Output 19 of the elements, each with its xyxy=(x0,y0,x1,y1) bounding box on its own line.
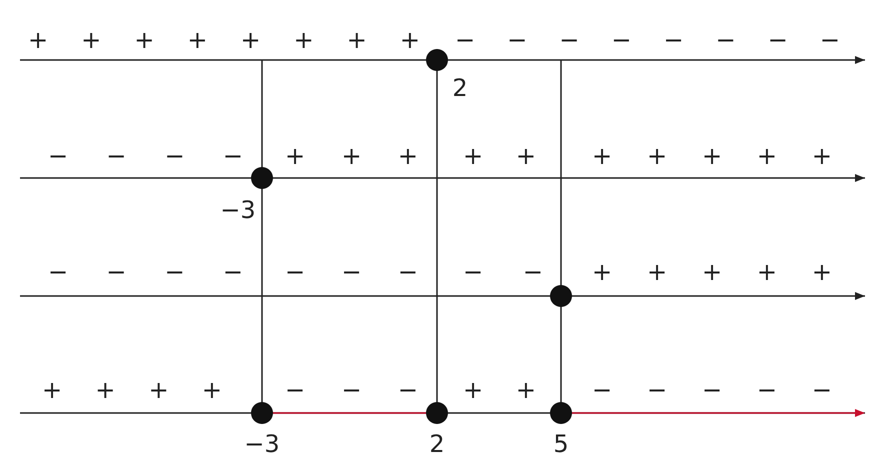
sign-label: + + + + + xyxy=(592,142,832,170)
sign-label: − − − − xyxy=(48,258,243,286)
value-label: −3 xyxy=(219,196,257,224)
sign-label: + + xyxy=(463,376,536,404)
value-label: 2 xyxy=(428,430,446,458)
sign-label: + + + + + + + + xyxy=(28,26,420,54)
sign-label: + + xyxy=(463,142,536,170)
sign-label: − − xyxy=(463,258,543,286)
value-label: −3 xyxy=(243,430,281,458)
value-label: 2 xyxy=(451,74,469,102)
sign-label: + + + xyxy=(285,142,418,170)
sign-label: + + + + xyxy=(42,376,222,404)
sign-label: − − − − − − − − xyxy=(455,26,840,54)
sign-label: − − − − − xyxy=(592,376,832,404)
sign-label: + + + + + xyxy=(592,258,832,286)
value-label: 5 xyxy=(552,430,570,458)
sign-label: − − − xyxy=(285,376,418,404)
sign-label: − − − xyxy=(285,258,418,286)
sign-label: − − − − xyxy=(48,142,243,170)
